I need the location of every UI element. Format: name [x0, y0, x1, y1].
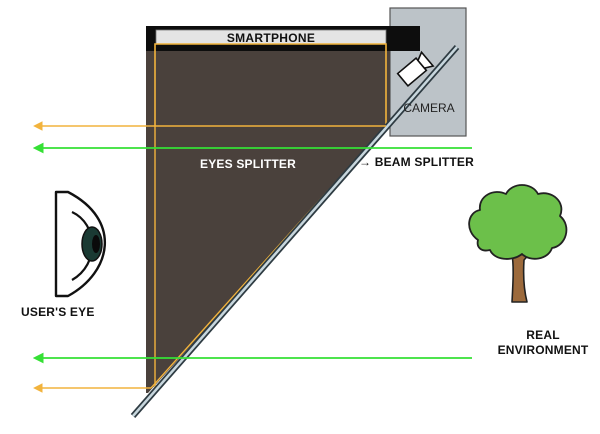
camera-icon — [396, 50, 435, 87]
eyes-splitter-region — [146, 51, 390, 393]
tree-icon — [468, 184, 568, 303]
real-environment-line2: ENVIRONMENT — [497, 343, 589, 357]
camera-label: CAMERA — [403, 101, 455, 115]
eyes-splitter-label: EYES SPLITTER — [200, 157, 296, 171]
beam-splitter-glass-inner — [132, 46, 458, 417]
users-eye-label: USER'S EYE — [21, 305, 95, 319]
real-environment-line1: REAL — [526, 328, 560, 342]
beam-splitter-label: → BEAM SPLITTER — [359, 155, 475, 169]
orange-light-path — [154, 43, 387, 126]
smartphone-label: SMARTPHONE — [226, 31, 316, 45]
real-environment-label: REAL ENVIRONMENT — [488, 328, 598, 358]
eye-icon — [54, 190, 107, 298]
